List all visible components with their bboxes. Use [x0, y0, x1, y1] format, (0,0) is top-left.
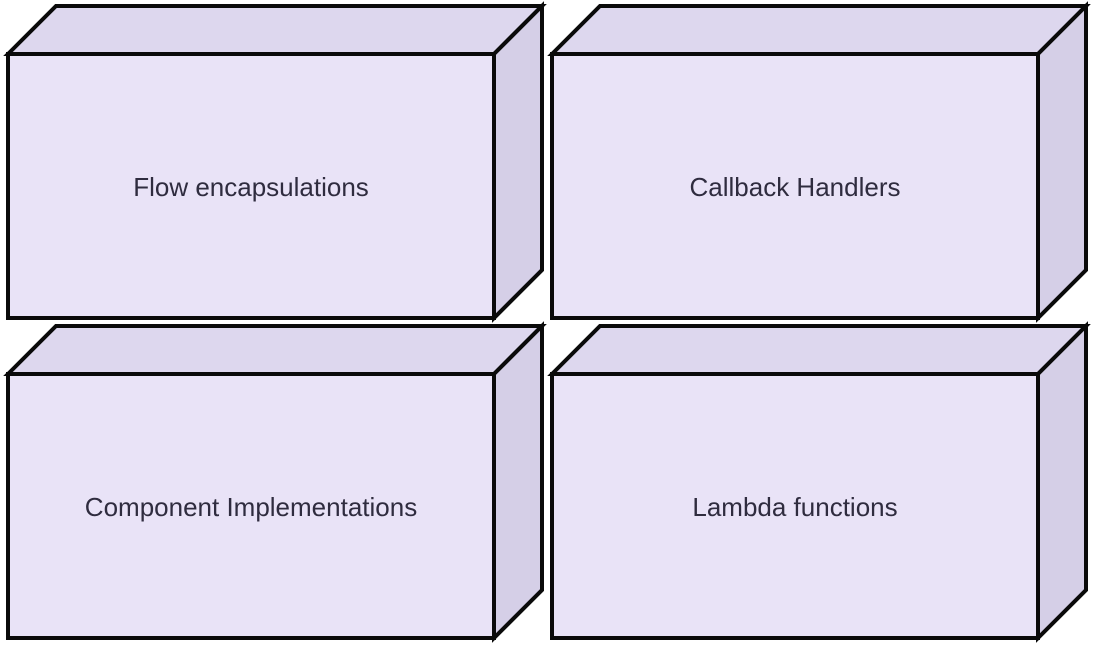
box-top-face: [3, 4, 547, 56]
box-top-face: [3, 324, 547, 376]
box-front-face: [6, 372, 496, 640]
box-label: Lambda functions: [692, 492, 897, 522]
box-label: Callback Handlers: [690, 172, 901, 202]
box-side-face: [492, 1, 544, 323]
box-front-face: [550, 52, 1040, 320]
box-side-face: [1036, 321, 1088, 643]
box-label: Flow encapsulations: [133, 172, 369, 202]
box-top-face: [547, 324, 1091, 376]
box-label: Component Implementations: [85, 492, 417, 522]
box-front-face: [550, 372, 1040, 640]
box-side-face: [1036, 1, 1088, 323]
node-callback-handlers: Callback Handlers: [547, 1, 1091, 323]
node-lambda-functions: Lambda functions: [547, 321, 1091, 643]
node-flow-encapsulations: Flow encapsulations: [3, 1, 547, 323]
box-top-face: [547, 4, 1091, 56]
node-component-implementations: Component Implementations: [3, 321, 547, 643]
box-side-face: [492, 321, 544, 643]
box-front-face: [6, 52, 496, 320]
